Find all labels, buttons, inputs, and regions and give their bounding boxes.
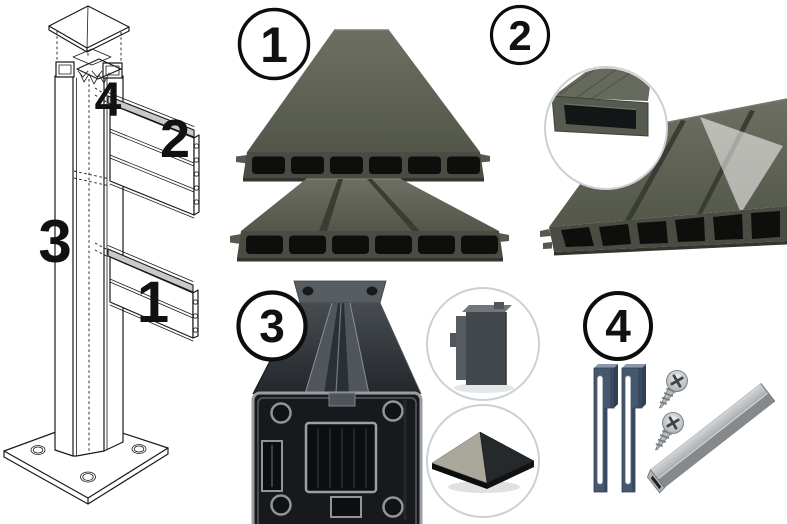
board-hollow-chambers xyxy=(246,235,498,254)
cap-connector-drawing xyxy=(72,48,122,85)
screw-boss xyxy=(270,494,292,516)
cap-face-dark xyxy=(479,431,535,484)
board-groove xyxy=(624,120,686,222)
post-cross-section xyxy=(251,391,423,524)
board-groove xyxy=(319,179,343,231)
screw xyxy=(649,365,693,416)
rail-profile-closeup xyxy=(551,68,652,137)
screw-boss xyxy=(382,400,404,422)
mounting-bracket xyxy=(621,364,646,493)
badge-circle xyxy=(583,291,653,361)
screw-boss xyxy=(270,402,292,424)
section-aluminium-post: 3 xyxy=(236,280,540,524)
lower-board-drawing xyxy=(94,242,199,342)
upper-board-drawing xyxy=(94,87,200,219)
section-1-badge: 1 xyxy=(237,7,311,81)
section-2-badge: 2 xyxy=(489,4,551,66)
board-photo-grooved xyxy=(230,178,509,262)
board-photo-perspective xyxy=(540,98,787,256)
plate-hole xyxy=(302,286,314,296)
drawing-label-post: 3 xyxy=(38,208,71,275)
profile-magnifier-inset xyxy=(544,66,668,190)
board-hollow-chambers xyxy=(252,156,480,174)
section-4-badge: 4 xyxy=(583,291,653,361)
section-fence-boards: 1 xyxy=(230,7,509,262)
base-plate xyxy=(3,420,169,505)
post-center-rib xyxy=(324,303,349,394)
board-top-surface xyxy=(241,179,499,231)
badge-number: 1 xyxy=(260,17,288,73)
gloss-highlight xyxy=(700,117,783,213)
cover-profile-flange xyxy=(456,316,466,380)
board-hollow-chambers xyxy=(561,211,780,247)
plate-hole xyxy=(366,286,378,296)
badge-circle xyxy=(237,7,311,81)
tube-front-face xyxy=(657,392,775,488)
drawing-label-cap-connector: 4 xyxy=(95,74,122,127)
rail-hollow xyxy=(564,104,636,129)
rectangular-tube-rail xyxy=(646,383,776,494)
cover-profile-face xyxy=(466,312,506,385)
badge-circle xyxy=(236,290,308,362)
bracket-slot xyxy=(597,375,603,485)
section-3-badge: 3 xyxy=(236,290,308,362)
drawing-label-upper-board: 2 xyxy=(160,109,190,169)
tube-hollow xyxy=(650,475,662,490)
mounting-bracket xyxy=(593,364,618,493)
badge-number: 2 xyxy=(508,12,531,59)
board-top-surface xyxy=(247,30,480,152)
bottom-channel xyxy=(330,496,362,518)
badge-circle xyxy=(489,4,551,66)
cover-profile-top xyxy=(462,305,512,312)
board-photo-flat xyxy=(236,29,490,182)
post-assembly-line-drawing: 4 2 3 1 xyxy=(3,5,200,505)
post-cap-drawing xyxy=(48,5,130,62)
board-groove xyxy=(367,179,420,231)
cover-profile-tab xyxy=(494,302,504,309)
screw-boss xyxy=(382,496,404,518)
lower-board-end-chambers xyxy=(192,299,199,333)
cover-profile-inset xyxy=(426,287,540,401)
section-hardware-set: 4 xyxy=(583,291,776,494)
drawing-label-lower-board: 1 xyxy=(137,270,169,335)
section-board-profile-closeup: 2 xyxy=(489,4,787,256)
base-plate-holes xyxy=(30,444,147,483)
badge-number: 3 xyxy=(259,300,285,352)
pyramid-cap-inset xyxy=(426,404,540,518)
bracket-slot xyxy=(625,375,631,485)
badge-number: 4 xyxy=(605,300,631,352)
upper-board-end-chambers xyxy=(193,143,200,205)
